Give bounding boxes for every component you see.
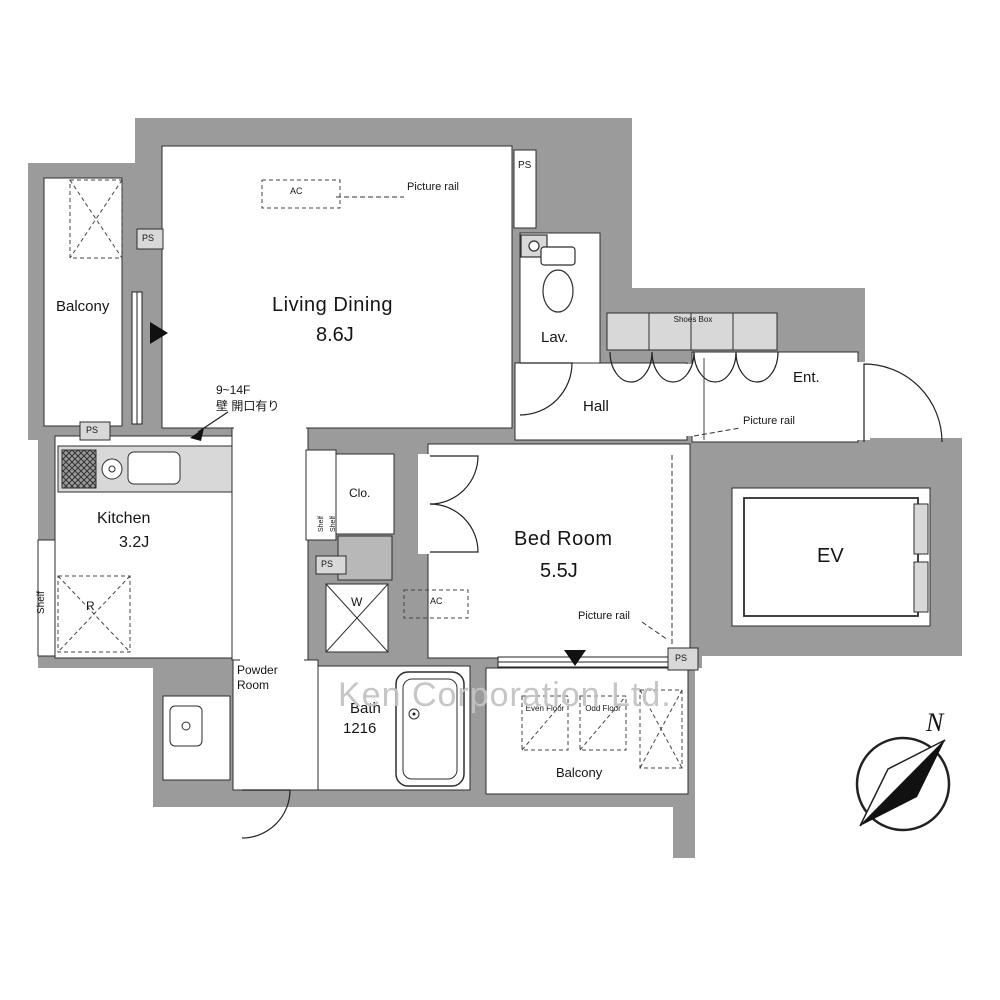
shoes-box-label: Shoes Box (673, 315, 713, 324)
room-label-bath: Bath (350, 700, 381, 717)
shelf-left-floor (37, 539, 56, 657)
room-label-balcony-top: Balcony (56, 298, 110, 315)
outdoor-unit-box (639, 689, 683, 769)
wall-openings (234, 362, 870, 668)
entrance-floor (691, 351, 859, 443)
room-label-balcony-bottom: Balcony (556, 765, 603, 780)
entrance-door-arc (863, 363, 943, 443)
picture-rail-lines (336, 196, 741, 645)
shelf-strips (305, 449, 337, 541)
closet-floor (335, 453, 395, 535)
picture-rail-label-bottom: Picture rail (578, 610, 630, 622)
wall-note-line1: 9~14F (216, 383, 251, 397)
bedroom-floor (427, 443, 691, 659)
door-swings (241, 351, 943, 839)
wall-note-line2: 壁 開口有り (216, 399, 280, 413)
hall-floor (514, 362, 688, 441)
room-interiors (37, 145, 931, 795)
watermark: Ken Corporation Ltd. (338, 676, 672, 714)
balcony-top-floor (43, 177, 123, 427)
room-label-lavatory: Lav. (541, 329, 569, 346)
elevator-shaft (731, 487, 931, 627)
shoes-box-icon (606, 312, 778, 351)
cabinets (79, 228, 699, 671)
windows (131, 291, 689, 668)
hall-closet-doors (609, 351, 779, 383)
refrigerator-label: R (86, 599, 95, 613)
room-size-kitchen: 3.2J (119, 534, 150, 551)
bedroom-door-top (429, 455, 479, 505)
room-size-bath: 1216 (343, 720, 377, 737)
north-label: N (926, 708, 944, 737)
balcony-storage-box (69, 179, 123, 259)
ac-label-bedroom: AC (430, 596, 443, 606)
room-label-kitchen: Kitchen (97, 510, 151, 527)
ac-box-living (261, 179, 341, 209)
room-label-powder: Powder Room (237, 663, 278, 692)
room-label-living: Living Dining (272, 294, 394, 316)
room-label-hall: Hall (583, 398, 609, 415)
section-markers (150, 322, 586, 666)
compass-icon (855, 736, 951, 832)
odd-floor-box (579, 695, 627, 751)
room-label-entrance: Ent. (793, 369, 820, 386)
even-floor-box (521, 695, 569, 751)
kitchen-counter (57, 445, 233, 493)
stove-icon (61, 449, 97, 489)
bedroom-door-bottom (429, 503, 479, 553)
shelf-label-1: Shelf (318, 516, 325, 532)
powder-door (241, 789, 291, 839)
room-size-living: 8.6J (316, 324, 354, 346)
room-size-bedroom: 5.5J (540, 560, 578, 582)
section-marker-right (150, 322, 168, 344)
bathtub-icon (395, 671, 465, 787)
ps-label-top: PS (518, 160, 532, 171)
dashed-equipment-boxes (69, 179, 683, 769)
washer-pan-icon (325, 583, 389, 653)
sink-icon (127, 451, 181, 485)
wall-note-arrow (190, 411, 229, 441)
room-label-bedroom: Bed Room (514, 528, 613, 550)
ac-label-living: AC (290, 186, 303, 196)
refrigerator-space (57, 575, 131, 653)
section-marker-down (564, 650, 586, 666)
picture-rail-label-top: Picture rail (407, 181, 459, 193)
ps-label-bedroom: PS (675, 653, 688, 663)
odd-floor-label: Odd Floor (585, 704, 621, 713)
toilet-icon (520, 234, 576, 313)
living-floor (161, 145, 513, 429)
even-floor-label: Even Floor (525, 704, 565, 713)
lavatory-door (519, 362, 573, 416)
room-label-closet: Clo. (349, 486, 371, 500)
corridor-floor (231, 427, 309, 661)
elevator-icon (743, 497, 929, 617)
ac-box-bedroom (403, 589, 469, 619)
burner-icon (101, 458, 123, 480)
washer-label: W (351, 595, 363, 609)
room-label-elevator: EV (817, 545, 844, 567)
ps-label-closet: PS (321, 559, 334, 569)
picture-rail-label-right: Picture rail (743, 415, 795, 427)
balcony-bottom-floor (485, 667, 689, 795)
utility-sink-icon (169, 705, 203, 747)
ps-shaft (513, 149, 537, 229)
ps-label-kitchen: PS (86, 425, 99, 435)
shelf-label-2: Shelf (330, 516, 337, 532)
ps-label-living: PS (142, 233, 155, 243)
shelf-label-left: Shelf (36, 591, 47, 614)
